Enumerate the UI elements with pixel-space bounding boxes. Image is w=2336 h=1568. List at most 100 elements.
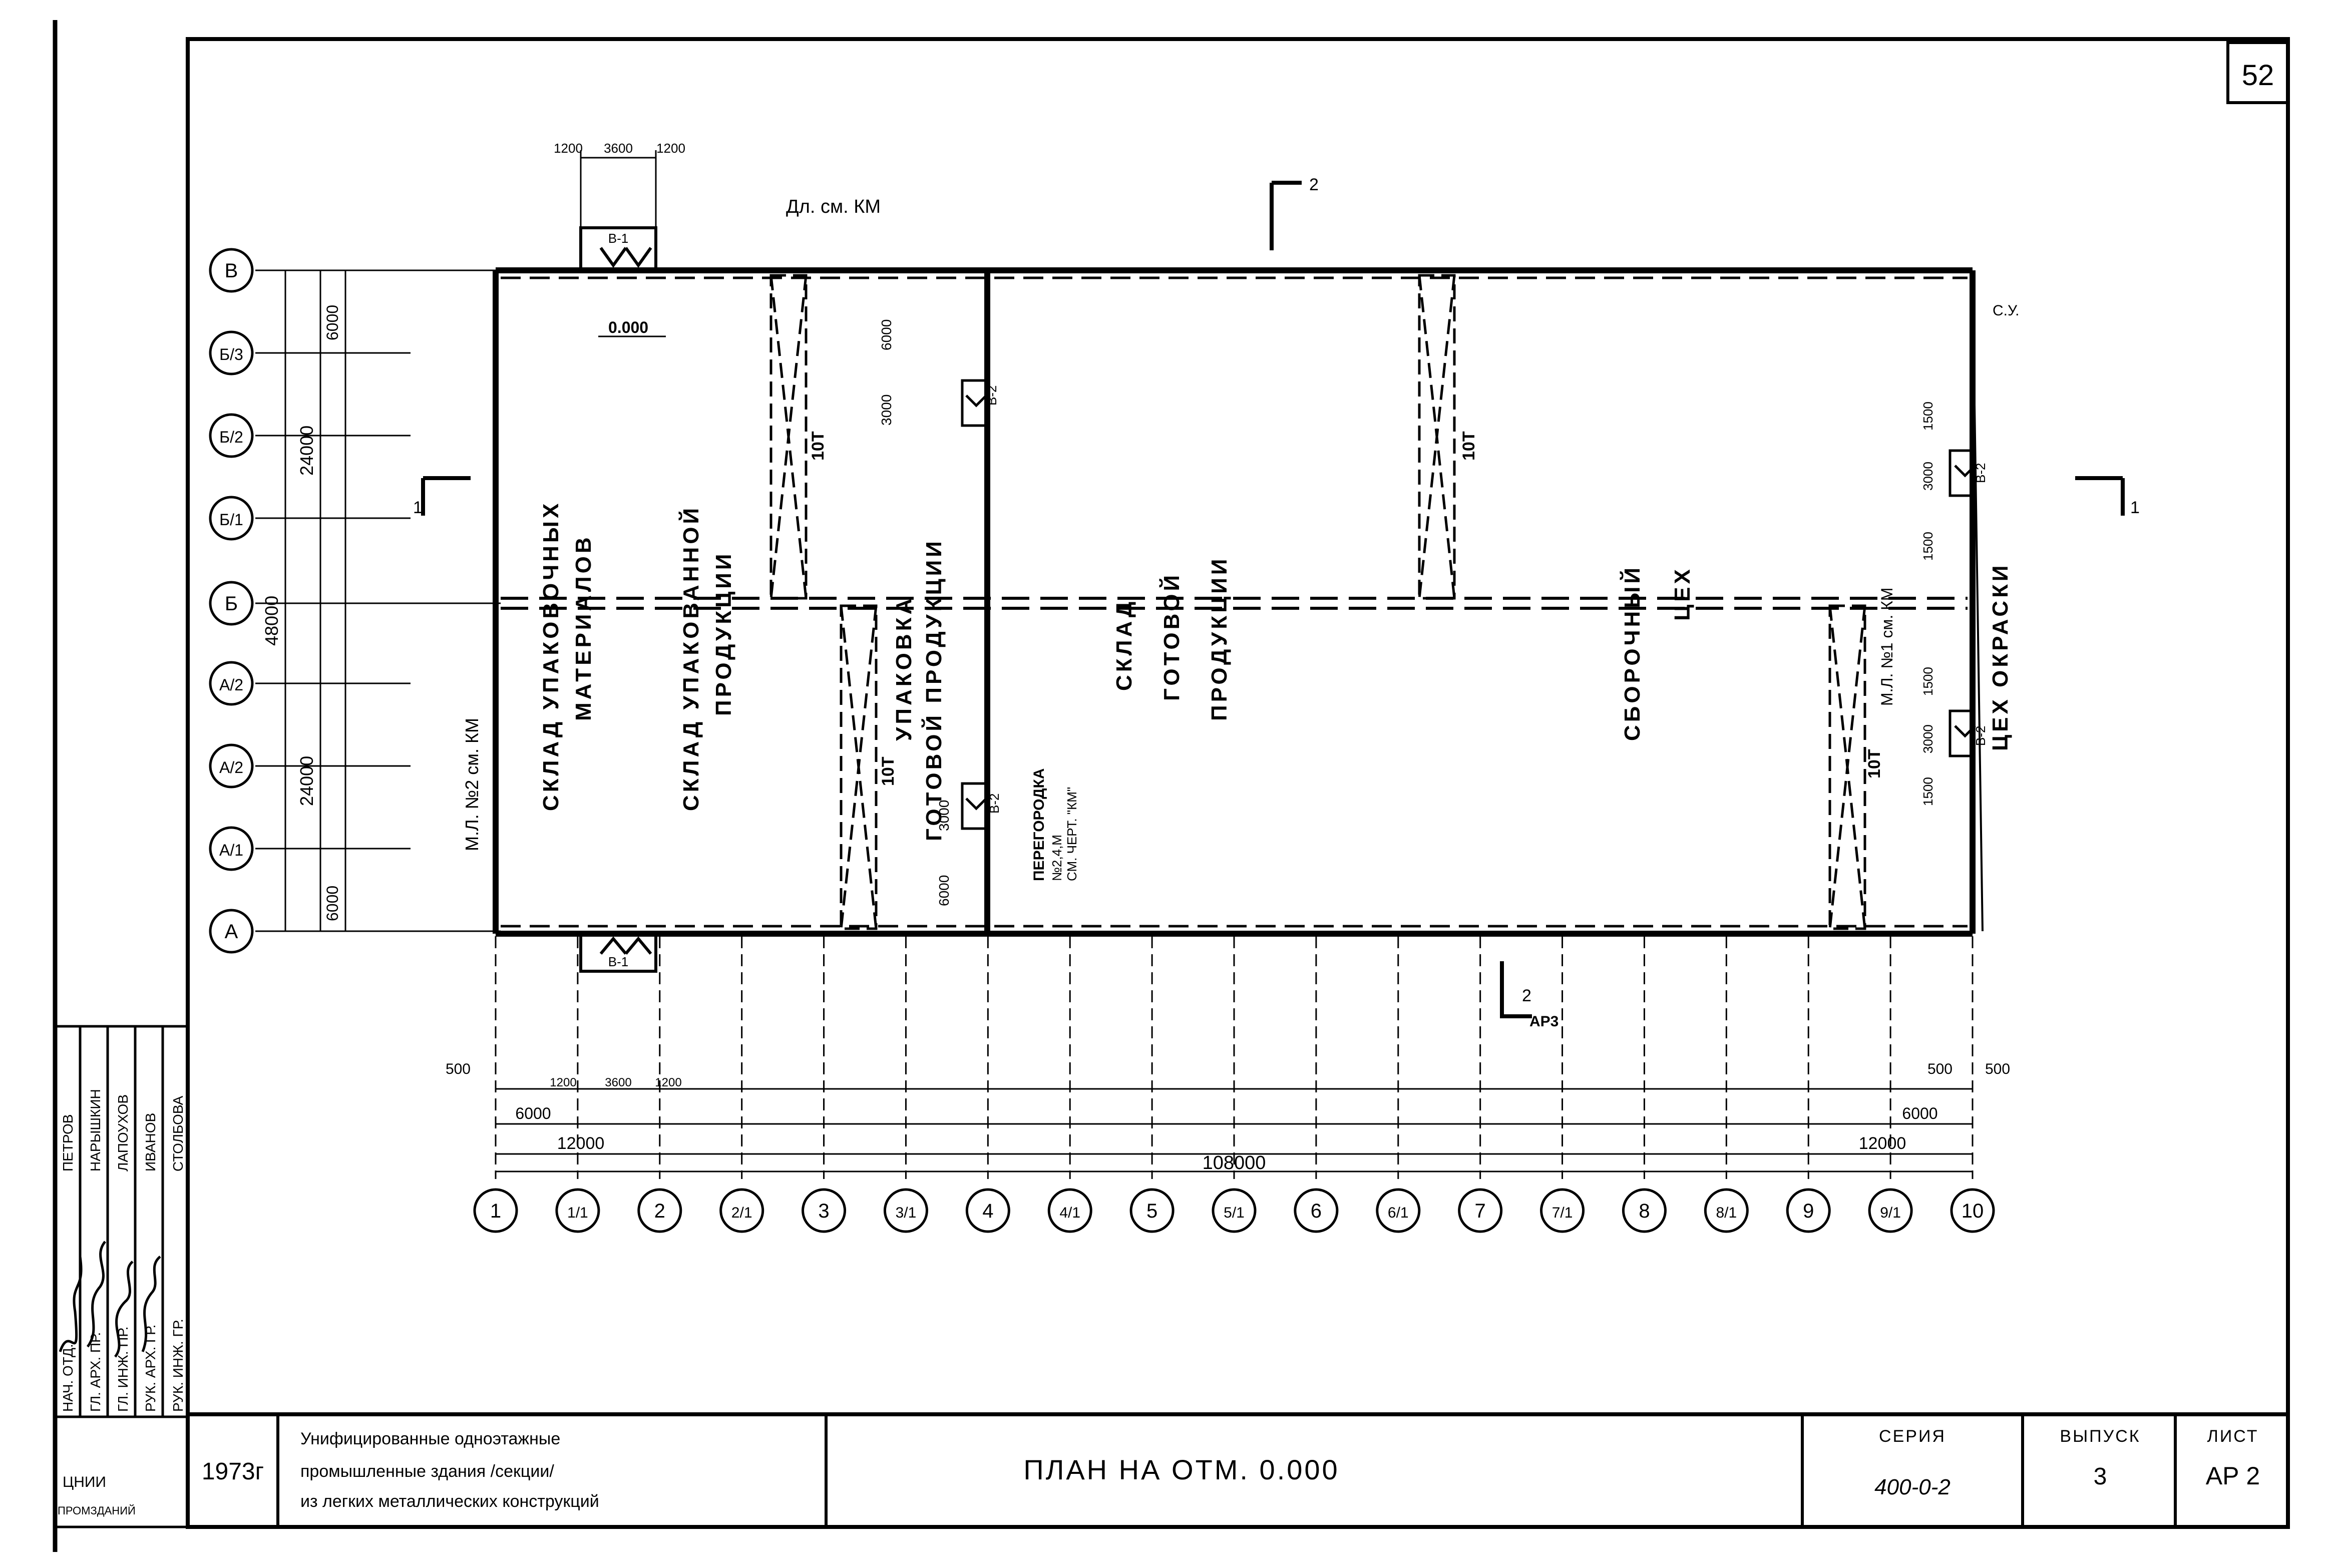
dim-top-gate-3: 1200 <box>656 141 685 156</box>
row-axis-label: Б/1 <box>219 511 243 529</box>
stamp-frame <box>54 1025 189 1528</box>
series-label: СЕРИЯ <box>1879 1427 1946 1446</box>
stamp-signatures <box>59 1241 161 1358</box>
stamp-org-2: ПРОМЗДАНИЙ <box>58 1504 136 1517</box>
column-axis-bubble <box>1786 1188 1831 1233</box>
dim-partition-2a: 6000 <box>936 875 952 906</box>
column-axis-bubble <box>1458 1188 1503 1233</box>
dim-bottom-500-right-2: 500 <box>1985 1061 2010 1077</box>
room-4-line-1: СКЛАД <box>1112 599 1136 691</box>
column-axis-bubble <box>1212 1188 1257 1233</box>
column-axis-bubble <box>883 1188 928 1233</box>
stamp-role: НАЧ. ОТД. <box>60 1344 76 1412</box>
top-dimension-lines <box>580 150 657 228</box>
section-markers <box>421 181 2125 1018</box>
bracing-label-4: 10Т <box>1865 749 1884 778</box>
gate-b2-partition-top <box>961 379 987 427</box>
gate-b2-partition-top-label: В-2 <box>984 385 999 406</box>
dim-bottom-gate-1: 1200 <box>550 1076 576 1089</box>
room-6: ЦЕХ ОКРАСКИ <box>1988 562 2013 751</box>
column-axis-label: 2 <box>654 1200 665 1222</box>
row-axis-label: В <box>225 260 238 282</box>
room-1-line-1: СКЛАД УПАКОВОЧНЫХ <box>539 501 563 811</box>
room-1-line-2: МАТЕРИАЛОВ <box>571 534 596 721</box>
column-axis-bubble <box>802 1188 847 1233</box>
dim-left-total: 48000 <box>261 596 282 646</box>
stamp-name: ЛАПОУХОВ <box>115 1094 131 1171</box>
row-axis-leaders <box>255 269 501 932</box>
section-1-right-label: 1 <box>2130 498 2140 517</box>
description-line-2: промышленные здания /секции/ <box>300 1462 554 1481</box>
dim-top-gate-1: 1200 <box>554 141 583 156</box>
stamp-name: СТОЛБОВА <box>170 1095 186 1171</box>
column-axis-label: 4/1 <box>1059 1205 1080 1221</box>
column-axis-leaders <box>495 936 1974 1179</box>
section-2-top-label: 2 <box>1309 175 1319 194</box>
stamp-roles: НАЧ. ОТД. ГЛ. АРХ. ПР. ГЛ. ИНЖ. ПР. РУК.… <box>60 1319 186 1412</box>
column-axis-bubble <box>637 1188 682 1233</box>
stamp-org-1: ЦНИИ <box>63 1474 106 1490</box>
room-3-line-1: УПАКОВКА <box>892 596 916 741</box>
dim-bottom-total: 108000 <box>1203 1152 1266 1173</box>
dim-right-top-3: 1500 <box>1920 532 1935 561</box>
gate-b1-bottom-label: В-1 <box>608 954 628 969</box>
stamp-name: ПЕТРОВ <box>60 1114 76 1171</box>
column-axis-label: 5/1 <box>1224 1205 1245 1221</box>
gate-b1-top <box>579 226 657 272</box>
row-axis-label: А <box>225 921 238 943</box>
dim-left-6000-bottom: 6000 <box>323 886 341 921</box>
section-2-bottom-label: 2 <box>1522 986 1531 1005</box>
dim-right-bottom-3: 1500 <box>1920 667 1935 696</box>
partition-note-3: СМ. ЧЕРТ. "КМ" <box>1064 787 1079 881</box>
bracing-crosses <box>769 274 1866 930</box>
stamp-role: РУК. ИНЖ. ГР. <box>170 1319 186 1412</box>
room-4-line-2: ГОТОВОЙ <box>1158 572 1184 701</box>
column-axis-bubble <box>473 1188 518 1233</box>
stamp-name: ИВАНОВ <box>143 1113 158 1171</box>
gate-b2-right-bottom <box>1949 709 1976 757</box>
row-axis-label: А/2 <box>219 758 243 776</box>
room-5-line-1: СБОРОЧНЫЙ <box>1619 565 1645 741</box>
dim-top-gate-2: 3600 <box>604 141 633 156</box>
column-axis-label: 7 <box>1475 1200 1486 1222</box>
gate-b1-bottom <box>579 932 657 973</box>
left-dimension-lines <box>284 270 346 931</box>
room-labels: СКЛАД УПАКОВОЧНЫХ МАТЕРИАЛОВ СКЛАД УПАКО… <box>539 501 2013 841</box>
room-2-line-1: СКЛАД УПАКОВАННОЙ <box>678 505 703 811</box>
dim-right-top-1: 3000 <box>1920 462 1935 491</box>
bottom-dimension-lines <box>496 1088 1973 1172</box>
column-axis-label: 7/1 <box>1552 1205 1573 1221</box>
bracing-label-2: 10Т <box>879 756 898 786</box>
column-axis-bubble <box>1540 1188 1585 1233</box>
row-axis-labels: В Б/3 Б/2 Б/1 Б А/2 А/2 А/1 А <box>219 260 243 943</box>
gate-b2-right-top <box>1949 449 1976 497</box>
issue-label: ВЫПУСК <box>2060 1427 2140 1446</box>
building-outline <box>493 267 1984 937</box>
column-axis-label: 5 <box>1146 1200 1157 1222</box>
partition-note-1: ПЕРЕГОРОДКА <box>1031 768 1047 881</box>
column-axis-bubble <box>1376 1188 1421 1233</box>
dim-bottom-12000-right: 12000 <box>1859 1134 1906 1153</box>
dim-right-bottom-1: 1500 <box>1920 777 1935 806</box>
row-axis-label: Б/2 <box>219 428 243 446</box>
stamp-name: НАРЫШКИН <box>88 1089 103 1171</box>
row-axis-label: А/1 <box>219 841 243 859</box>
issue-value: 3 <box>2094 1463 2107 1490</box>
row-axis-bubbles <box>209 248 254 954</box>
column-axis-label: 3 <box>818 1200 829 1222</box>
description-line-3: из легких металлических конструкций <box>300 1492 599 1511</box>
su-note: С.У. <box>1993 302 2019 319</box>
column-axis-label: 10 <box>1962 1200 1984 1222</box>
column-axis-label: 6 <box>1311 1200 1322 1222</box>
drawing-frame <box>53 20 2290 1552</box>
column-axis-bubble <box>965 1188 1010 1233</box>
room-2-line-2: ПРОДУКЦИИ <box>711 551 736 716</box>
sheet-label: ЛИСТ <box>2207 1427 2259 1446</box>
sheet-value: АР 2 <box>2206 1462 2260 1490</box>
column-axis-label: 2/1 <box>731 1205 752 1221</box>
column-axis-bubble <box>1622 1188 1667 1233</box>
dim-left-24000-top: 24000 <box>296 426 317 476</box>
dim-left-6000-top: 6000 <box>323 305 341 340</box>
gate-b2-right-top-label: В-2 <box>1973 463 1988 483</box>
